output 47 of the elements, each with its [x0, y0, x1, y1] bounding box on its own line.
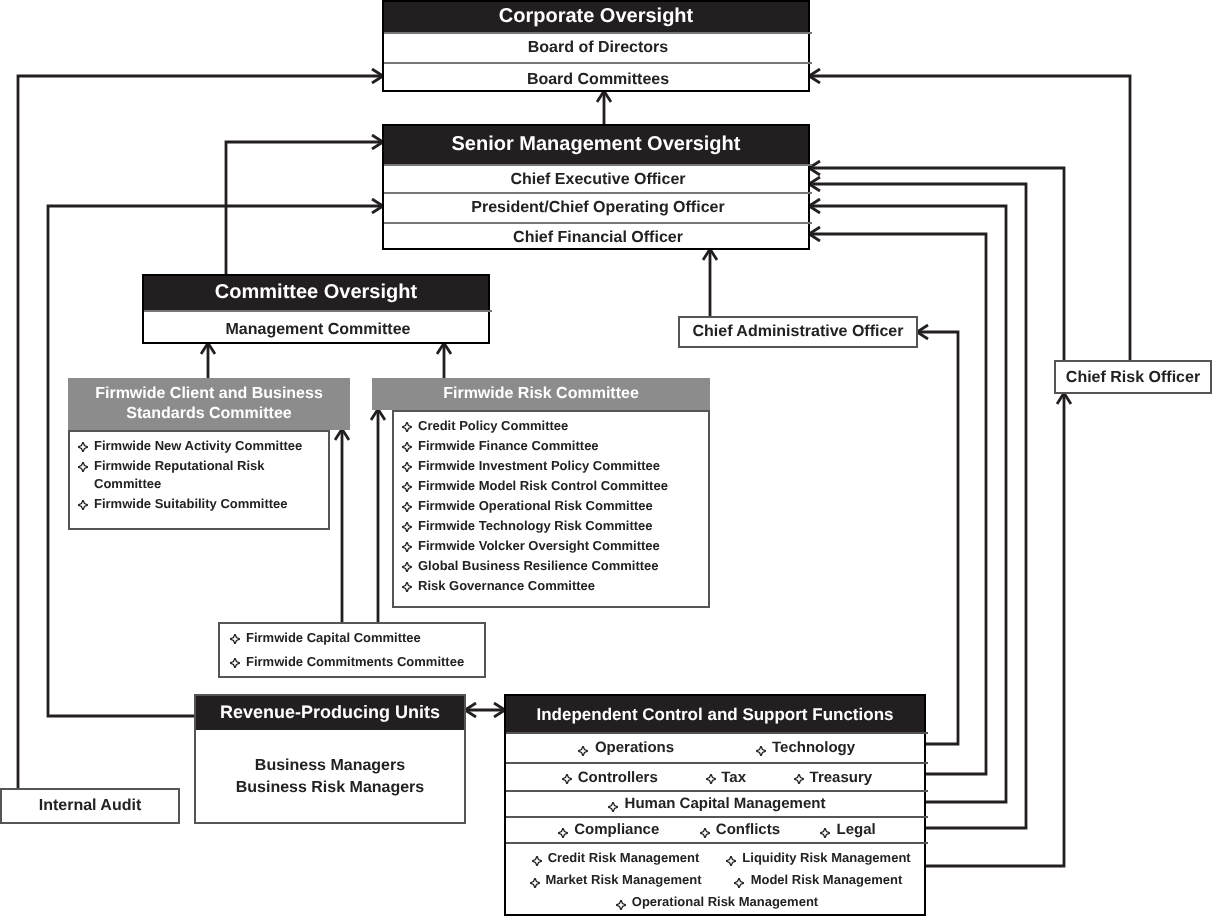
role-row: Management Committee [144, 310, 492, 346]
arrow [46, 197, 385, 718]
role-row: Chief Financial Officer [384, 222, 812, 252]
arrow [807, 159, 1066, 360]
section-header: Revenue-Producing Units [196, 696, 464, 730]
role-row: Board of Directors [384, 32, 812, 62]
arrow [807, 197, 1008, 804]
committee-list-panel [392, 410, 710, 608]
function-row [506, 790, 928, 816]
role-box: Internal Audit [0, 788, 180, 824]
arrow [369, 407, 387, 622]
role-box: Chief Administrative Officer [678, 316, 918, 348]
section-panel [504, 694, 926, 916]
function-row [506, 816, 928, 842]
function-row [506, 732, 928, 762]
section-panel [142, 274, 490, 344]
arrow [701, 247, 719, 316]
arrow [915, 323, 960, 746]
section-header: Independent Control and Support Functions [506, 696, 924, 732]
role-box: Chief Risk Officer [1054, 360, 1212, 394]
role-text: Business Risk Managers [235, 776, 425, 798]
committee-header: Firmwide Client and Business Standards Committee [68, 378, 350, 430]
role-text: Business Managers [254, 754, 406, 776]
committee-header: Firmwide Risk Committee [372, 378, 710, 410]
role-row: Board Committees [384, 62, 812, 94]
section-header: Senior Management Oversight [384, 126, 808, 164]
section-header: Committee Oversight [144, 276, 488, 310]
role-row: President/Chief Operating Officer [384, 192, 812, 222]
committee-list-panel [68, 430, 330, 530]
arrow [435, 341, 453, 378]
role-row: Chief Executive Officer [384, 164, 812, 192]
double-arrow [463, 701, 507, 719]
arrow [807, 175, 1028, 830]
arrow [926, 391, 1073, 868]
arrow [199, 341, 217, 378]
section-panel [382, 0, 810, 92]
arrow [333, 427, 351, 622]
arrow [595, 89, 613, 124]
arrow [807, 225, 988, 776]
section-panel [194, 694, 466, 824]
arrow [16, 67, 385, 788]
function-row [506, 762, 928, 790]
committee-list-panel [218, 622, 486, 678]
arrow [224, 133, 385, 274]
section-panel [382, 124, 810, 250]
section-header: Corporate Oversight [384, 2, 808, 32]
arrow [807, 67, 1132, 360]
